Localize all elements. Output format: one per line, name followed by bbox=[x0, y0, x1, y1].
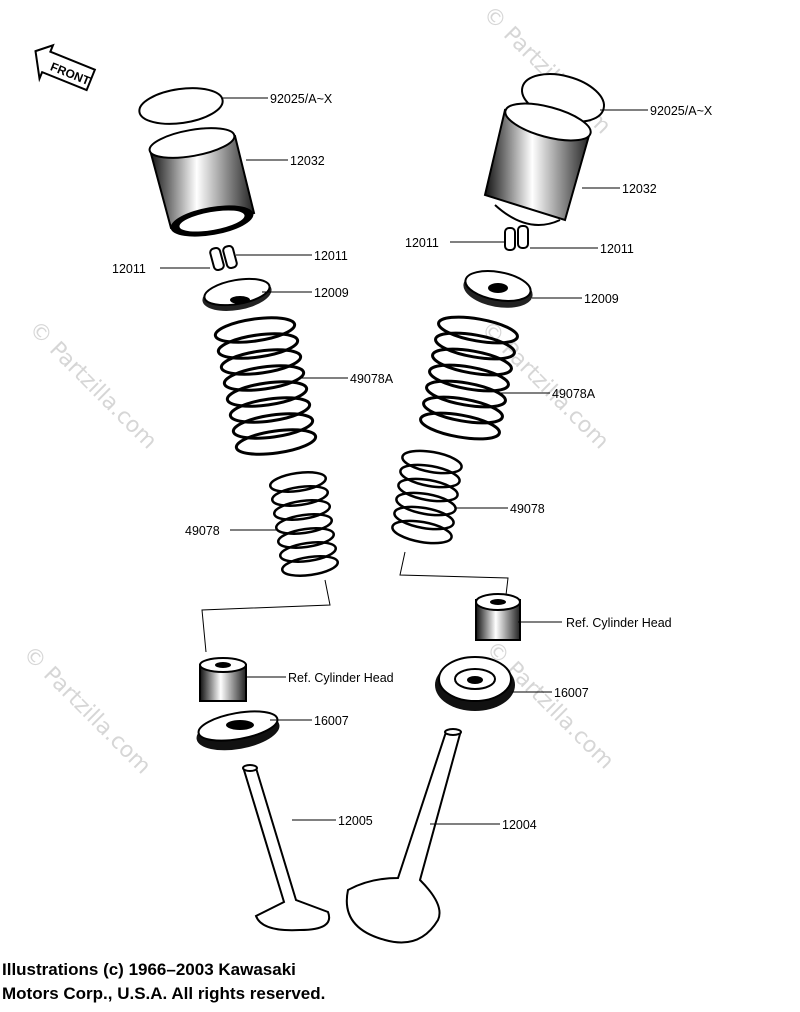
left-valve-assembly bbox=[138, 87, 340, 932]
callout-right-12011-left: 12011 bbox=[405, 236, 439, 250]
outer-spring-icon bbox=[419, 315, 519, 441]
copyright-line-1: Illustrations (c) 1966–2003 Kawasaki bbox=[2, 960, 296, 979]
callout-labels: 92025/A~X 12032 12011 12011 12009 49078A… bbox=[112, 92, 713, 832]
callout-right-12009: 12009 bbox=[584, 292, 619, 306]
copyright-notice: Illustrations (c) 1966–2003 Kawasaki Mot… bbox=[2, 958, 422, 1006]
shim-icon bbox=[138, 87, 224, 125]
watermark-lower-left: © Partzilla.com bbox=[18, 642, 156, 780]
callout-right-92025: 92025/A~X bbox=[650, 104, 713, 118]
callout-right-16007: 16007 bbox=[554, 686, 589, 700]
valve-keeper-icon bbox=[504, 225, 529, 251]
watermark-right: © Partzilla.com bbox=[476, 317, 614, 455]
copyright-line-2: Motors Corp., U.S.A. All rights reserved… bbox=[2, 984, 326, 1003]
outer-spring-icon bbox=[213, 316, 318, 456]
watermark-left: © Partzilla.com bbox=[24, 317, 162, 455]
callout-left-ref-cylinder-head: Ref. Cylinder Head bbox=[288, 671, 394, 685]
front-arrow-icon: FRONT bbox=[34, 43, 97, 92]
callout-left-16007: 16007 bbox=[314, 714, 349, 728]
right-valve-assembly bbox=[345, 73, 605, 944]
left-valve-icon bbox=[242, 764, 331, 932]
callout-left-12005: 12005 bbox=[338, 814, 373, 828]
callout-right-12011-right: 12011 bbox=[600, 242, 634, 256]
valve-seal-icon bbox=[196, 710, 280, 751]
callout-left-92025: 92025/A~X bbox=[270, 92, 333, 106]
tappet-icon bbox=[148, 127, 256, 237]
callout-left-12009: 12009 bbox=[314, 286, 349, 300]
callout-left-12011-right: 12011 bbox=[314, 249, 348, 263]
callout-left-49078A: 49078A bbox=[350, 372, 394, 386]
callout-leaders bbox=[160, 97, 648, 825]
inner-spring-icon bbox=[391, 449, 463, 545]
tappet-icon bbox=[483, 102, 592, 226]
right-valve-icon bbox=[345, 728, 462, 944]
spring-retainer-icon bbox=[202, 277, 272, 311]
callout-right-49078A: 49078A bbox=[552, 387, 596, 401]
callout-right-12032: 12032 bbox=[622, 182, 657, 196]
callout-right-12004: 12004 bbox=[502, 818, 537, 832]
inner-spring-icon bbox=[268, 471, 340, 577]
callout-right-ref-cylinder-head: Ref. Cylinder Head bbox=[566, 616, 672, 630]
valve-keeper-icon bbox=[209, 244, 238, 272]
callout-right-49078: 49078 bbox=[510, 502, 545, 516]
valve-guide-icon bbox=[475, 593, 521, 641]
callout-left-49078: 49078 bbox=[185, 524, 220, 538]
valve-guide-icon bbox=[199, 657, 247, 702]
callout-left-12032: 12032 bbox=[290, 154, 325, 168]
spring-retainer-icon bbox=[463, 270, 533, 308]
watermark-lower-right: © Partzilla.com bbox=[481, 637, 619, 775]
callout-left-12011-left: 12011 bbox=[112, 262, 146, 276]
valve-seal-icon bbox=[435, 656, 515, 711]
